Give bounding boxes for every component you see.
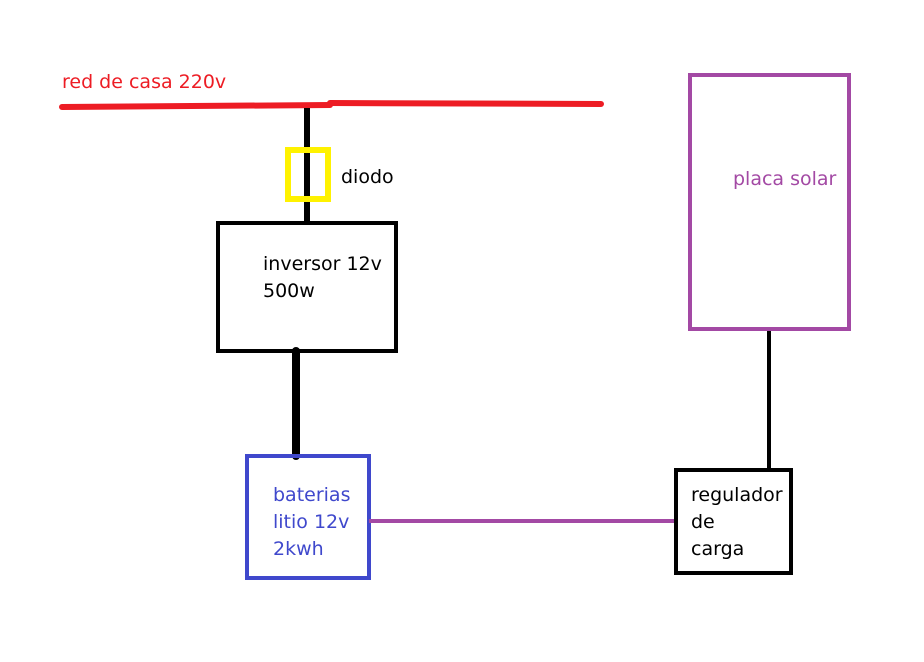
diode-label: diodo (341, 166, 394, 188)
battery-box (245, 454, 371, 580)
mains-line (59, 102, 333, 110)
solar-panel-box (688, 73, 851, 331)
diode-symbol (285, 147, 331, 202)
regulator-label-line1: regulador (691, 484, 783, 506)
battery-label-line1: baterias (273, 484, 351, 506)
battery-label-line2: litio 12v (273, 511, 350, 533)
mains-label: red de casa 220v (62, 71, 227, 93)
regulator-label-line3: carga (691, 538, 745, 560)
inverter-box (216, 221, 398, 353)
regulator-label-line2: de (691, 511, 715, 533)
mains-line-right (327, 100, 604, 107)
inverter-label-line1: inversor 12v (263, 253, 382, 275)
regulator-box (674, 468, 793, 575)
battery-label-line3: 2kwh (273, 538, 324, 560)
inverter-label-line2: 500w (263, 280, 315, 302)
solar-panel-label: placa solar (733, 168, 837, 190)
